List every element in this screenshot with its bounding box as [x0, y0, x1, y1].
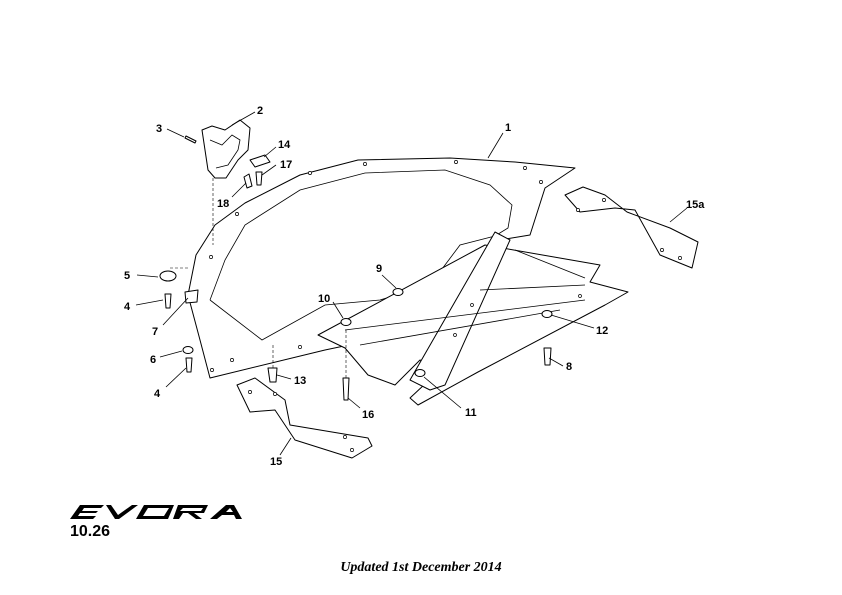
- nut-10: [340, 318, 352, 326]
- callout-13: 13: [294, 375, 306, 387]
- side-panel-15a: [564, 186, 699, 269]
- washer-6: [182, 346, 194, 354]
- callout-15a: 15a: [686, 199, 705, 211]
- fixings-left: [159, 270, 553, 401]
- bolt-16: [342, 377, 350, 401]
- callout-15: 15: [270, 456, 282, 468]
- evora-logo: [70, 505, 242, 519]
- callout-1: 1: [505, 122, 511, 134]
- callout-7: 7: [152, 326, 158, 338]
- callout-5: 5: [124, 270, 130, 282]
- side-panel-15: [236, 377, 373, 459]
- callout-2: 2: [257, 105, 263, 117]
- callout-10: 10: [318, 293, 330, 305]
- callout-6: 6: [150, 354, 156, 366]
- callout-16: 16: [362, 409, 374, 421]
- callout-18: 18: [217, 198, 229, 210]
- callout-11: 11: [465, 407, 477, 419]
- callout-4-upper: 4: [124, 301, 131, 313]
- leader-lines: [135, 111, 688, 456]
- callout-labels: 1 2 3 14 17 18 5 4 7 6 4 9 10 11 12 13 1…: [124, 105, 705, 468]
- cross-brace: [317, 231, 629, 406]
- nut-11: [414, 369, 426, 377]
- bracket-assembly: [170, 119, 271, 269]
- undertray-panel: [187, 157, 576, 379]
- clip-7: [184, 289, 199, 304]
- callout-4-lower: 4: [154, 388, 161, 400]
- callout-12: 12: [596, 325, 608, 337]
- callout-17: 17: [280, 159, 292, 171]
- clip-14: [249, 154, 271, 168]
- bolt-8: [543, 347, 552, 366]
- updated-date: Updated 1st December 2014: [340, 560, 502, 575]
- bolt-18: [243, 173, 253, 189]
- callout-8: 8: [566, 361, 572, 373]
- screw-3: [184, 135, 197, 144]
- bolt-17: [255, 171, 263, 186]
- page-number: 10.26: [70, 523, 111, 540]
- nut-9: [392, 288, 404, 296]
- callout-3: 3: [156, 123, 162, 135]
- bolt-13: [267, 367, 278, 383]
- callout-9: 9: [376, 263, 382, 275]
- bolt-4-lower: [185, 357, 193, 373]
- nut-12: [541, 310, 553, 318]
- callout-14: 14: [278, 139, 291, 151]
- bolt-4-upper: [164, 293, 172, 309]
- washer-5: [159, 270, 177, 282]
